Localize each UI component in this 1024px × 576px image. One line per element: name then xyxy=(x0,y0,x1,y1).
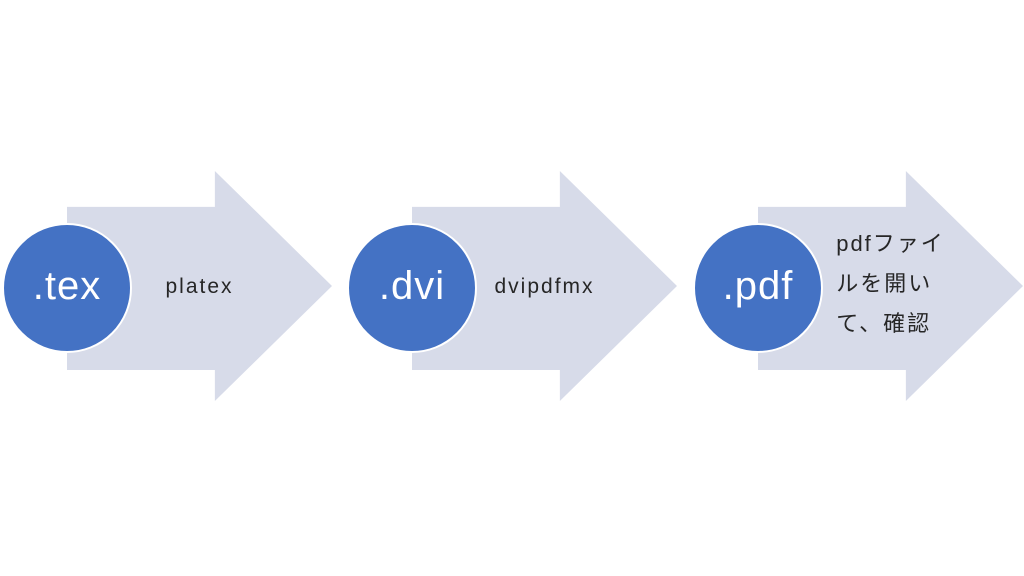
flow-step-tex: platex .tex xyxy=(2,171,332,401)
file-extension-circle: .pdf xyxy=(693,223,823,353)
file-extension-label: .dvi xyxy=(378,263,446,308)
file-extension-label: .tex xyxy=(32,263,102,308)
file-extension-circle: .dvi xyxy=(347,223,477,353)
step-command-label: dvipdfmx xyxy=(494,275,595,298)
flow-step-pdf: pdfファイ ルを開い て、確認 .pdf xyxy=(693,171,1023,401)
step-command-label: pdfファイ ルを開い て、確認 xyxy=(836,231,945,336)
step-command-label: platex xyxy=(165,275,234,298)
file-extension-circle: .tex xyxy=(2,223,132,353)
file-extension-label: .pdf xyxy=(722,263,794,308)
flow-step-dvi: dvipdfmx .dvi xyxy=(347,171,677,401)
